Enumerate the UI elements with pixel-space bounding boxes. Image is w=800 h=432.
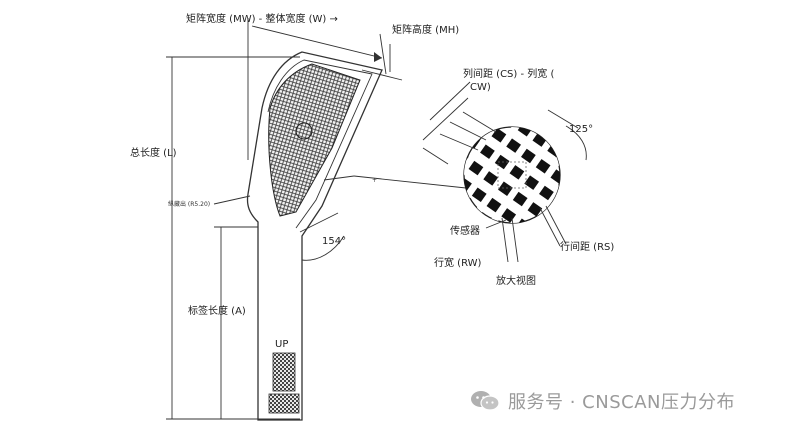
label-angle-154: 154° (322, 236, 346, 247)
label-row-spacing: 行间距 (RS) (560, 240, 614, 253)
label-matrix-width: 矩阵宽度 (MW) - 整体宽度 (W) → (186, 12, 338, 25)
wechat-icon (470, 390, 500, 412)
label-tab-length: 标签长度 (A) (188, 304, 246, 317)
tab-block-lower (268, 393, 300, 414)
label-row-width: 行宽 (RW) (434, 256, 482, 269)
label-sensor: 传感器 (450, 224, 480, 237)
zoom-dimension-lines (422, 81, 587, 263)
label-total-length: 总长度 (L) (130, 146, 177, 159)
plus-mark: + (372, 177, 377, 184)
zoom-marker-circle (295, 122, 313, 140)
dimension-lines (166, 18, 467, 420)
label-up: UP (275, 339, 288, 350)
label-column-spacing-2: CW) (470, 82, 491, 93)
watermark: 服务号 · CNSCAN压力分布 (470, 388, 735, 414)
label-matrix-height: 矩阵高度 (MH) (392, 23, 459, 36)
label-zoom-view: 放大视图 (496, 274, 536, 287)
label-angle-125: 125° (569, 124, 593, 135)
label-tail-exit: 纵藏出 (R5.20) (168, 200, 210, 208)
label-column-spacing-1: 列间距 (CS) - 列宽 ( (463, 67, 554, 80)
watermark-text: 服务号 · CNSCAN压力分布 (508, 392, 735, 413)
tab-block-upper (272, 352, 296, 392)
sensor-outline (246, 51, 383, 421)
sensor-matrix (268, 63, 361, 217)
arrow-head (374, 52, 382, 62)
